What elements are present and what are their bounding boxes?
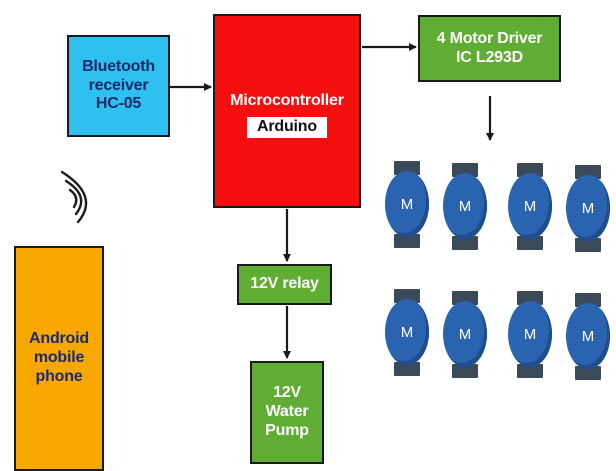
motor-cap-bottom: [517, 236, 543, 250]
motor-label: M: [581, 327, 595, 345]
phone-label-line1: Android: [29, 330, 89, 348]
relay-block: 12V relay: [237, 264, 332, 305]
motor-cap-bottom: [517, 364, 543, 378]
motor-label: M: [523, 197, 537, 215]
motor-cap-bottom: [452, 236, 478, 250]
motor-body: [508, 173, 552, 239]
android-phone-block: Android mobile phone: [14, 246, 104, 471]
wifi-signal-icon: [60, 170, 88, 224]
motor-label: M: [400, 323, 414, 341]
bluetooth-label-line2: receiver: [88, 76, 149, 94]
motor-body: [508, 301, 552, 367]
relay-label: 12V relay: [250, 275, 319, 293]
motor-icon: M: [508, 163, 552, 250]
motor-body: [443, 173, 487, 239]
bluetooth-label-line1: Bluetooth: [82, 57, 155, 75]
motor-label: M: [458, 197, 472, 215]
bluetooth-receiver-block: Bluetooth receiver HC-05: [67, 35, 170, 137]
motor-cap-bottom: [394, 234, 420, 248]
motor-driver-label-line2: IC L293D: [456, 48, 523, 66]
motor-icon: M: [508, 291, 552, 378]
motor-body: [385, 299, 429, 365]
motor-icon: M: [385, 161, 429, 248]
motor-body: [566, 175, 610, 241]
pump-label-line2: Water: [265, 403, 309, 421]
motor-driver-label-line1: 4 Motor Driver: [436, 29, 543, 47]
microcontroller-block: Microcontroller Arduino: [213, 14, 361, 208]
bluetooth-label-line3: HC-05: [95, 95, 142, 113]
arduino-label: Arduino: [247, 116, 327, 138]
motor-cap-bottom: [452, 364, 478, 378]
motor-cap-bottom: [394, 362, 420, 376]
motor-icon: M: [443, 291, 487, 378]
water-pump-block: 12V Water Pump: [250, 361, 324, 464]
phone-label-line3: phone: [35, 367, 83, 385]
motor-body: [443, 301, 487, 367]
motor-icon: M: [566, 165, 610, 252]
motor-icon: M: [443, 163, 487, 250]
motor-icon: M: [385, 289, 429, 376]
motor-label: M: [400, 195, 414, 213]
motor-driver-block: 4 Motor Driver IC L293D: [418, 15, 561, 82]
motor-label: M: [523, 325, 537, 343]
motor-body: [566, 303, 610, 369]
motor-body: [385, 171, 429, 237]
motor-cap-bottom: [575, 366, 601, 380]
motor-icon: M: [566, 293, 610, 380]
motor-label: M: [458, 325, 472, 343]
motor-label: M: [581, 199, 595, 217]
microcontroller-label: Microcontroller: [230, 92, 344, 109]
pump-label-line1: 12V: [273, 384, 301, 402]
pump-label-line3: Pump: [265, 421, 309, 439]
phone-label-line2: mobile: [33, 349, 85, 367]
motor-cap-bottom: [575, 238, 601, 252]
